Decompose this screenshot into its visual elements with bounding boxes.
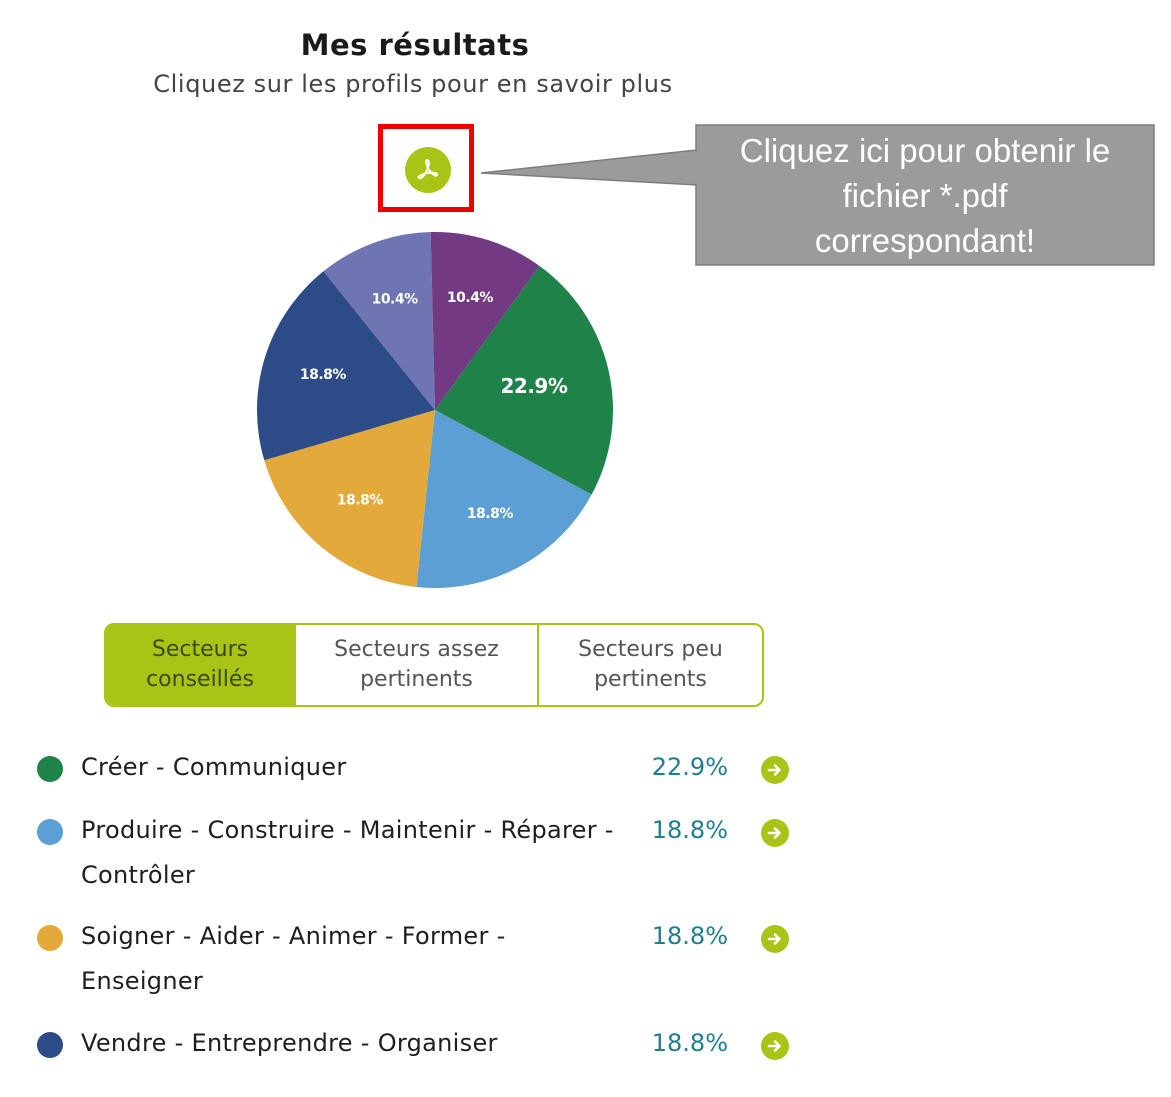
- sector-tabs: Secteurs conseillés Secteurs assez perti…: [104, 623, 764, 707]
- callout-bubble: [480, 124, 1155, 266]
- callout-text: Cliquez ici pour obtenir le fichier *.pd…: [739, 131, 1111, 259]
- profile-color-dot: [37, 925, 63, 951]
- pie-slice-label: 18.8%: [467, 506, 514, 522]
- arrow-right-icon[interactable]: [761, 756, 789, 784]
- pie-slice-label: 10.4%: [372, 292, 419, 308]
- pie-slice[interactable]: [430, 232, 540, 410]
- arrow-right-icon[interactable]: [761, 925, 789, 953]
- pie-slice[interactable]: [416, 410, 592, 588]
- tab-secteurs-conseilles[interactable]: Secteurs conseillés: [106, 625, 294, 705]
- tab-secteurs-peu-pertinents[interactable]: Secteurs peu pertinents: [537, 625, 762, 705]
- callout-box: [695, 124, 1155, 266]
- pdf-highlight-box: [378, 124, 474, 212]
- results-pie-chart: 22.9% 18.8% 18.8% 18.8% 10.4% 10.4%: [257, 232, 613, 588]
- acrobat-pdf-icon: [417, 159, 439, 180]
- profile-color-dot: [37, 819, 63, 845]
- arrow-right-icon[interactable]: [761, 1032, 789, 1060]
- page-title: Mes résultats: [300, 28, 530, 62]
- profile-percentage: 18.8%: [651, 922, 728, 950]
- profile-percentage: 18.8%: [651, 816, 728, 844]
- pie-slice-label: 22.9%: [500, 374, 567, 398]
- profile-color-dot: [37, 1032, 63, 1058]
- callout-pointer: [480, 149, 698, 186]
- pie-slice[interactable]: [435, 265, 613, 495]
- profile-percentage: 18.8%: [651, 1029, 728, 1057]
- tab-secteurs-assez-pertinents[interactable]: Secteurs assez pertinents: [294, 625, 537, 705]
- profile-label: Vendre - Entreprendre - Organiser: [81, 1029, 498, 1057]
- pie-slice-label: 18.8%: [337, 492, 384, 508]
- profile-label: Soigner - Aider - Animer - Former - Ense…: [81, 922, 506, 995]
- pie-slice[interactable]: [264, 410, 435, 588]
- pie-slice-label: 10.4%: [447, 290, 494, 306]
- profile-percentage: 22.9%: [651, 753, 728, 781]
- profile-color-dot: [37, 756, 63, 782]
- pdf-download-button[interactable]: [405, 147, 451, 193]
- pie-slice[interactable]: [323, 232, 435, 410]
- callout-joint: [693, 151, 699, 184]
- page-subtitle: Cliquez sur les profils pour en savoir p…: [153, 70, 673, 98]
- arrow-right-icon[interactable]: [761, 819, 789, 847]
- profile-label: Créer - Communiquer: [81, 753, 347, 781]
- pie-slice[interactable]: [257, 271, 435, 461]
- pie-slice-label: 18.8%: [300, 367, 347, 383]
- profile-label: Produire - Construire - Maintenir - Répa…: [81, 816, 614, 889]
